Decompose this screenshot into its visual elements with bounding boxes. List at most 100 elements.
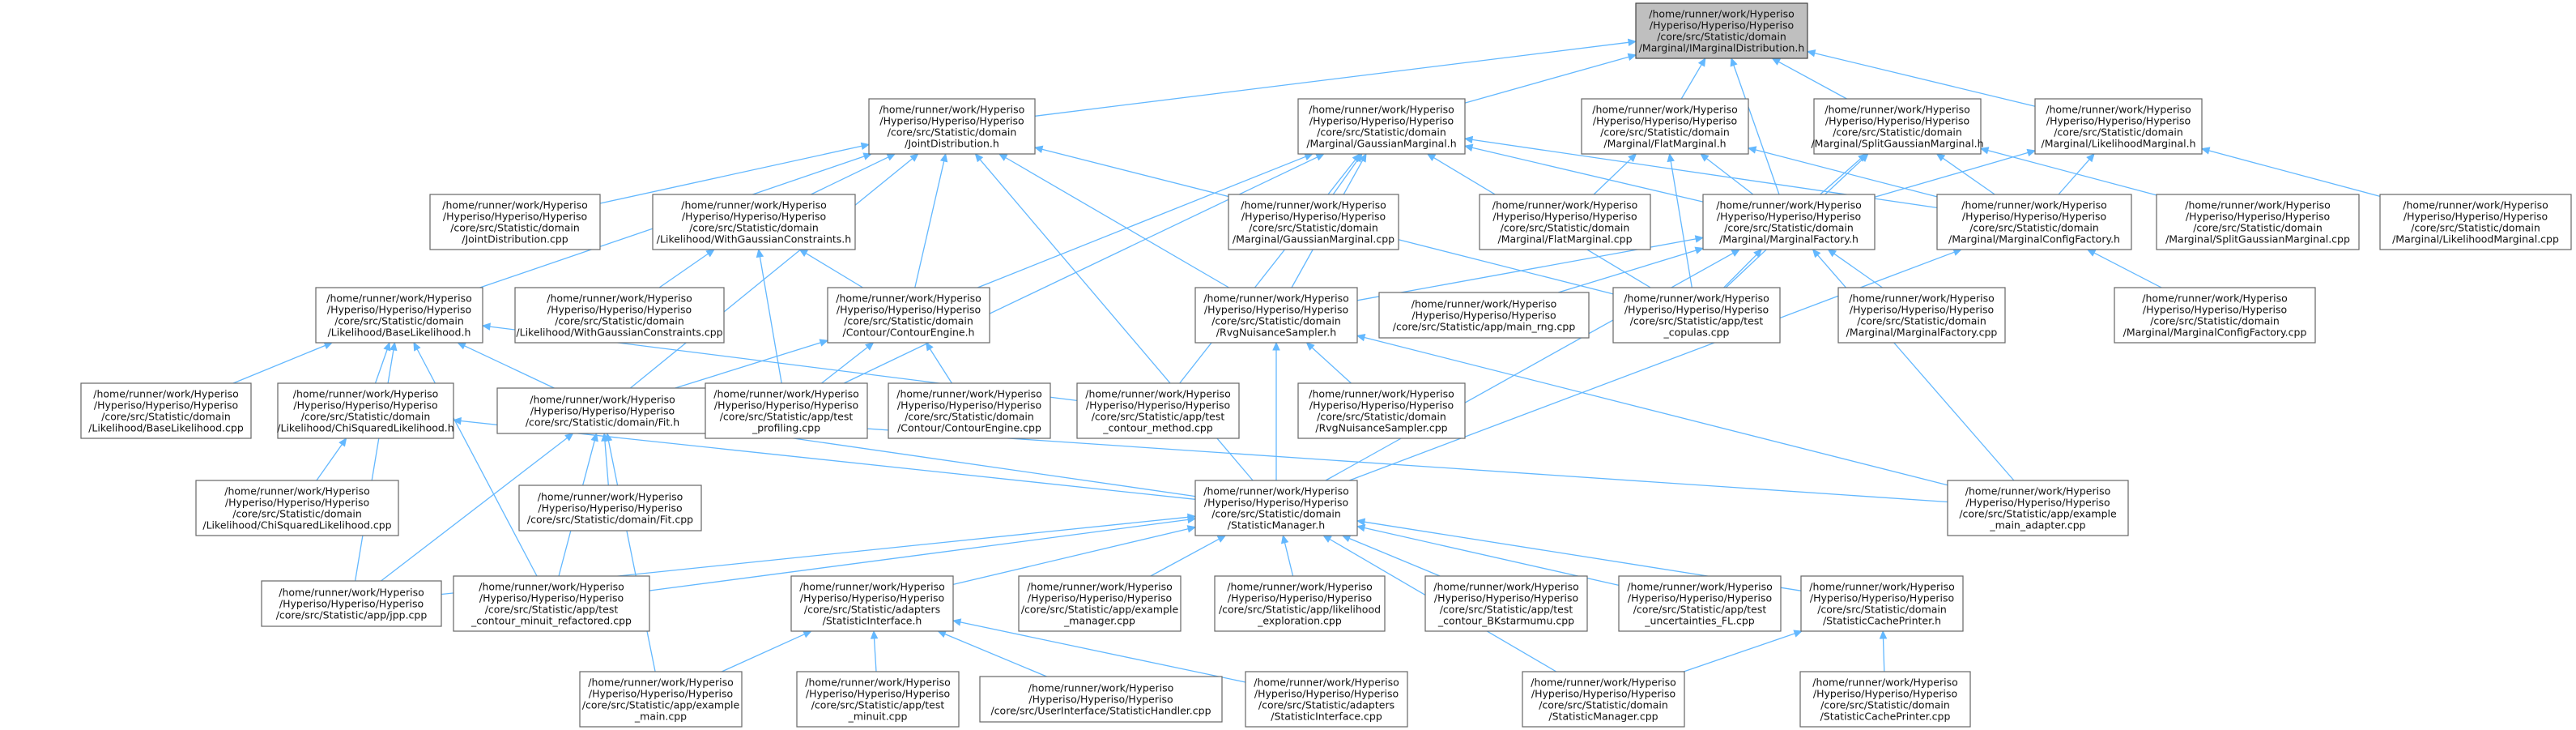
node-label-line: /Hyperiso/Hyperiso/Hyperiso <box>1965 497 2110 509</box>
include-edge <box>914 152 948 288</box>
node-label-line: /home/runner/work/Hyperiso <box>530 394 675 406</box>
edge-line <box>374 349 388 384</box>
node-label-line: /Hyperiso/Hyperiso/Hyperiso <box>538 502 682 514</box>
graph-node[interactable]: /home/runner/work/Hyperiso/Hyperiso/Hype… <box>1245 671 1408 728</box>
graph-node[interactable]: /home/runner/work/Hyperiso/Hyperiso/Hype… <box>2379 194 2572 250</box>
edge-arrowhead <box>1827 249 1837 258</box>
graph-node[interactable]: /home/runner/work/Hyperiso/Hyperiso/Hype… <box>1522 671 1685 728</box>
node-label-line: /Likelihood/WithGaussianConstraints.h <box>657 233 851 245</box>
graph-node[interactable]: /home/runner/work/Hyperiso/Hyperiso/Hype… <box>315 287 483 344</box>
graph-node[interactable]: /home/runner/work/Hyperiso/Hyperiso/Hype… <box>1702 194 1876 250</box>
node-label-line: /Marginal/LikelihoodMarginal.h <box>2042 138 2196 150</box>
graph-node[interactable]: /home/runner/work/Hyperiso/Hyperiso/Hype… <box>1479 194 1651 250</box>
edge-arrowhead <box>798 249 809 258</box>
graph-node[interactable]: /home/runner/work/Hyperiso/Hyperiso/Hype… <box>796 671 960 728</box>
node-label-line: /Hyperiso/Hyperiso/Hyperiso <box>1813 688 1957 700</box>
node-label-line: /home/runner/work/Hyperiso <box>1592 104 1737 116</box>
graph-node[interactable]: /home/runner/work/Hyperiso/Hyperiso/Hype… <box>1612 287 1781 344</box>
graph-node[interactable]: /home/runner/work/Hyperiso/Hyperiso/Hype… <box>888 382 1051 439</box>
edge-line <box>811 156 889 195</box>
graph-node[interactable]: /home/runner/work/Hyperiso/Hyperiso/Hype… <box>261 580 442 627</box>
edge-arrowhead <box>390 341 398 352</box>
node-label-line: /home/runner/work/Hyperiso <box>1812 677 1957 689</box>
graph-node[interactable]: /home/runner/work/Hyperiso/Hyperiso/Hype… <box>579 671 743 728</box>
graph-node[interactable]: /home/runner/work/Hyperiso/Hyperiso/Hype… <box>514 287 725 344</box>
node-label-line: /home/runner/work/Hyperiso <box>1649 8 1794 20</box>
node-label-line: /Hyperiso/Hyperiso/Hyperiso <box>1086 399 1230 412</box>
node-box <box>429 194 601 250</box>
edge-arrowhead <box>1187 515 1197 524</box>
node-label-line: _contour_method.cpp <box>1102 422 1213 434</box>
graph-node[interactable]: /home/runner/work/Hyperiso/Hyperiso/Hype… <box>277 382 454 439</box>
node-label-line: /Marginal/FlatMarginal.h <box>1603 138 1726 150</box>
edge-line <box>1874 152 2029 198</box>
graph-node[interactable]: /home/runner/work/Hyperiso/Hyperiso/Hype… <box>518 485 702 531</box>
edge-arrowhead <box>1322 535 1332 543</box>
graph-node[interactable]: /home/runner/work/Hyperiso/Hyperiso/Hype… <box>827 287 990 344</box>
node-label-line: /Marginal/SplitGaussianMarginal.cpp <box>2165 233 2350 245</box>
include-edge <box>1680 57 1706 100</box>
node-label-line: /core/src/Statistic/domain <box>1820 699 1950 711</box>
node-label-line: /Hyperiso/Hyperiso/Hyperiso <box>2143 304 2287 316</box>
edge-arrowhead <box>1356 518 1366 526</box>
edge-line <box>1348 537 1441 577</box>
include-edge <box>1747 146 1938 198</box>
node-label-line: /core/src/Statistic/domain <box>1501 222 1630 234</box>
edge-arrowhead <box>457 342 466 350</box>
node-label-line: /core/src/Statistic/domain <box>905 411 1034 423</box>
edge-arrowhead <box>1879 630 1888 639</box>
graph-node[interactable]: /home/runner/work/Hyperiso/Hyperiso/Hype… <box>195 480 399 536</box>
graph-node[interactable]: /home/runner/work/Hyperiso/Hyperiso/Hype… <box>1018 575 1182 632</box>
graph-node[interactable]: /home/runner/work/Hyperiso/Hyperiso/Hype… <box>1799 671 1971 728</box>
edge-arrowhead <box>1697 57 1706 67</box>
include-edge <box>1593 153 1637 195</box>
graph-node[interactable]: /home/runner/work/Hyperiso/Hyperiso/Hype… <box>1194 480 1358 536</box>
include-edge <box>658 249 715 288</box>
include-edge <box>1683 630 1803 672</box>
node-label-line: _main_adapter.cpp <box>1989 519 2085 531</box>
include-edge <box>1558 246 1705 293</box>
graph-node[interactable]: /home/runner/work/Hyperiso/Hyperiso/Hype… <box>1837 287 2006 344</box>
node-label-line: /Likelihood/ChiSquaredLikelihood.h <box>277 422 453 434</box>
edge-arrowhead <box>1356 523 1366 532</box>
node-label-line: /home/runner/work/Hyperiso <box>293 388 438 400</box>
graph-node[interactable]: /home/runner/work/Hyperiso/Hyperiso/Hype… <box>1214 575 1386 632</box>
node-label-line: /RvgNuisanceSampler.h <box>1216 327 1336 339</box>
graph-node[interactable]: /home/runner/work/Hyperiso/Hyperiso/Hype… <box>868 98 1036 155</box>
graph-node[interactable]: /home/runner/work/Hyperiso/Hyperiso/Hype… <box>1076 382 1240 439</box>
graph-node[interactable]: /home/runner/work/Hyperiso/Hyperiso/Hype… <box>1811 98 1984 155</box>
graph-node[interactable]: /home/runner/work/Hyperiso/Hyperiso/Hype… <box>1424 575 1588 632</box>
graph-node[interactable]: /home/runner/work/Hyperiso/Hyperiso/Hype… <box>80 382 252 439</box>
graph-node[interactable]: /home/runner/work/Hyperiso/Hyperiso/Hype… <box>1228 194 1399 250</box>
graph-node[interactable]: /home/runner/work/Hyperiso/Hyperiso/Hype… <box>979 676 1223 723</box>
node-label-line: /core/src/Statistic/app/likelihood <box>1219 604 1381 616</box>
graph-node[interactable]: /home/runner/work/Hyperiso/Hyperiso/Hype… <box>2034 98 2203 155</box>
node-label-line: /home/runner/work/Hyperiso <box>1085 388 1230 400</box>
graph-node[interactable]: /home/runner/work/Hyperiso/Hyperiso/Hype… <box>1800 575 1964 632</box>
graph-node[interactable]: /home/runner/work/Hyperiso/Hyperiso/Hype… <box>453 575 650 632</box>
node-label-line: /Contour/ContourEngine.h <box>843 327 975 339</box>
graph-node[interactable]: /home/runner/work/Hyperiso/Hyperiso/Hype… <box>1947 480 2129 536</box>
node-label-line: /home/runner/work/Hyperiso <box>1254 677 1399 689</box>
graph-node[interactable]: /home/runner/work/Hyperiso/Hyperiso/Hype… <box>1194 287 1358 344</box>
graph-node[interactable]: /home/runner/work/Hyperiso/Hyperiso/Hype… <box>1581 98 1749 155</box>
graph-node[interactable]: /home/runner/work/Hyperiso/Hyperiso/Hype… <box>1297 98 1466 155</box>
node-label-line: /Hyperiso/Hyperiso/Hyperiso <box>837 304 981 316</box>
graph-node[interactable]: /home/runner/work/Hyperiso/Hyperiso/Hype… <box>2114 287 2316 344</box>
graph-node[interactable]: /home/runner/work/Hyperiso/Hyperiso/Hype… <box>1378 292 1590 339</box>
graph-node[interactable]: /home/runner/work/Hyperiso/Hyperiso/Hype… <box>790 575 954 632</box>
graph-node[interactable]: /home/runner/work/Hyperiso/Hyperiso/Hype… <box>496 387 709 434</box>
edge-arrowhead <box>1359 152 1367 163</box>
include-edge <box>675 339 829 389</box>
graph-node[interactable]: /home/runner/work/Hyperiso/Hyperiso/Hype… <box>1618 575 1782 632</box>
graph-node[interactable]: /home/runner/work/Hyperiso/Hyperiso/Hype… <box>2156 194 2360 250</box>
graph-node[interactable]: /home/runner/work/Hyperiso/Hyperiso/Hype… <box>1297 382 1466 439</box>
node-label-line: /Marginal/MarginalFactory.h <box>1719 233 1859 245</box>
node-label-line: /Hyperiso/Hyperiso/Hyperiso <box>530 405 675 417</box>
graph-node[interactable]: /home/runner/work/Hyperiso/Hyperiso/Hype… <box>705 382 868 439</box>
edge-arrowhead <box>1694 246 1705 254</box>
graph-node[interactable]: /home/runner/work/Hyperiso/Hyperiso/Hype… <box>429 194 601 250</box>
graph-node[interactable]: /home/runner/work/Hyperiso/Hyperiso/Hype… <box>652 194 856 250</box>
graph-node[interactable]: /home/runner/work/Hyperiso/Hyperiso/Hype… <box>1936 194 2132 250</box>
node-box <box>1635 2 1808 59</box>
